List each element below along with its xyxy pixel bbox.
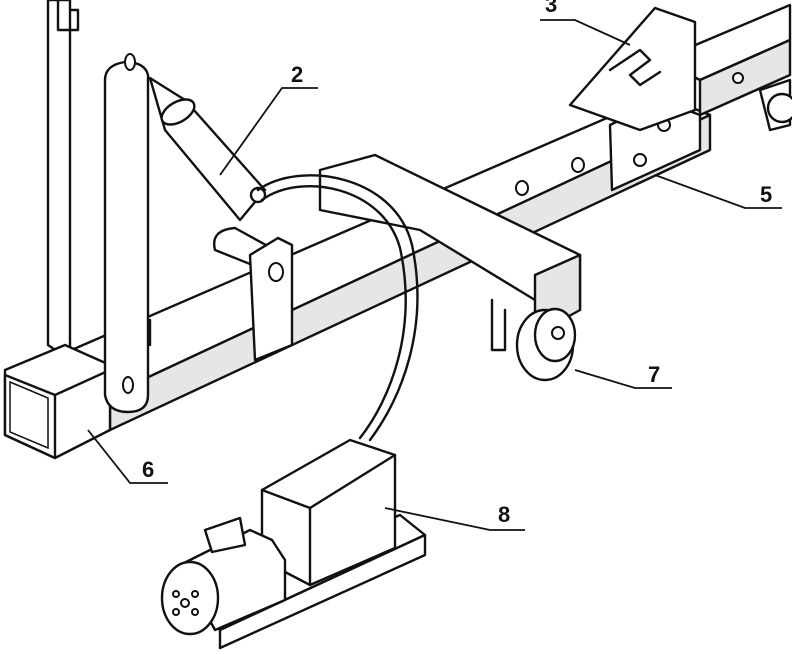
upright-frame [46,0,80,362]
hydraulic-hose [256,174,419,442]
support-part-3 [568,6,697,132]
lift-arm [103,53,150,414]
cylinder-part-2 [148,76,277,270]
leader-lines [87,19,782,531]
label-part-7: 7 [648,362,660,387]
label-part-3: 3 [545,0,557,17]
tube-end-part-6 [3,343,112,460]
label-part-2: 2 [291,62,303,87]
label-part-5: 5 [760,182,772,207]
label-part-8: 8 [498,502,510,527]
pump-unit-part-8 [160,438,427,650]
pivot-plate [248,236,294,362]
wheel-part-7 [515,307,577,382]
label-part-6: 6 [142,457,154,482]
